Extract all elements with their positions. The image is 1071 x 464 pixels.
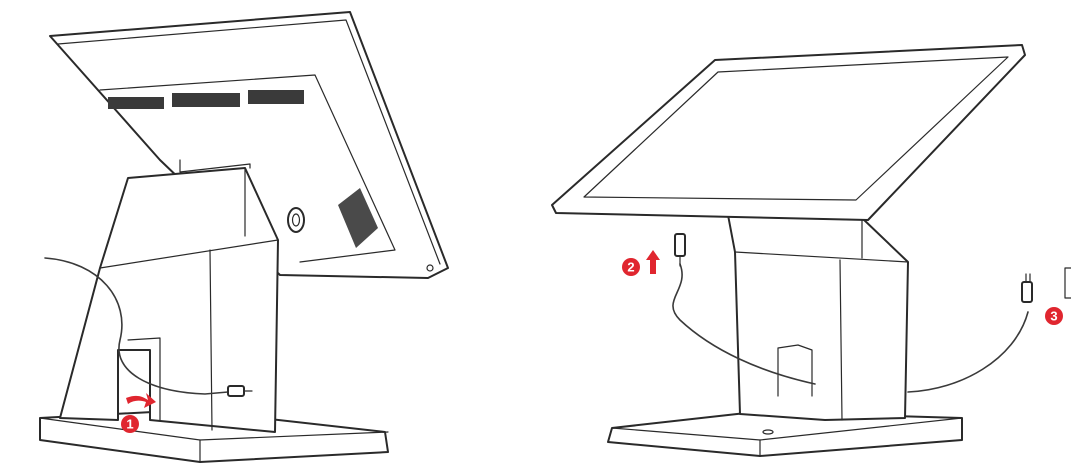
step-3-marker: 3 (1045, 307, 1063, 325)
step-3-number: 3 (1050, 309, 1057, 324)
front-base-plate (608, 412, 962, 456)
front-monitor-display (552, 45, 1025, 220)
step-1-number: 1 (126, 417, 133, 432)
rear-mount-knob (288, 208, 304, 232)
front-stand-column (728, 215, 908, 420)
step-2-number: 2 (627, 260, 634, 275)
terminal-rear-view: 1 (40, 12, 448, 462)
step-2-marker: 2 (622, 250, 660, 276)
terminal-front-view: 2 3 (552, 45, 1071, 456)
arrow-up-icon (646, 250, 660, 274)
